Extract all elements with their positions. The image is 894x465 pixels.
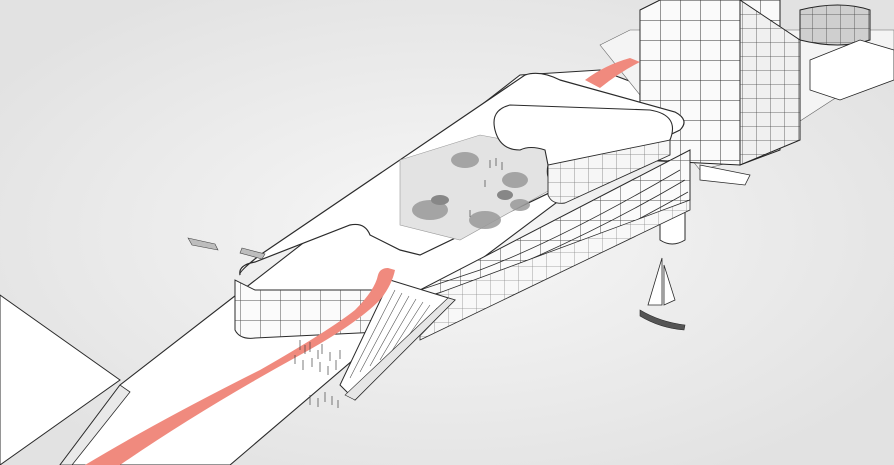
deck-edge bbox=[59, 384, 131, 465]
left-riverbank bbox=[0, 294, 121, 465]
pier-arm bbox=[699, 164, 751, 186]
upper-pavilion bbox=[234, 72, 691, 341]
tree-canopy-icon bbox=[412, 152, 530, 229]
rowboat-icon bbox=[187, 237, 266, 260]
people-figures-icon bbox=[294, 158, 503, 408]
sailboat-icon bbox=[639, 257, 686, 331]
grand-staircase bbox=[339, 279, 456, 401]
cycle-path-far bbox=[585, 58, 640, 88]
